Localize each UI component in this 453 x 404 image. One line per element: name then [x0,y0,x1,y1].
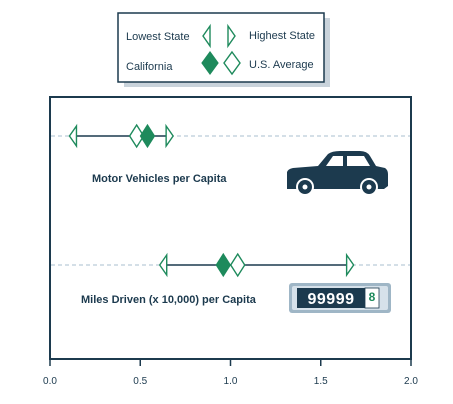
lowest-state-marker-vehicles [68,123,78,149]
legend-label-lowest: Lowest State [126,31,190,43]
category-label-vehicles: Motor Vehicles per Capita [92,173,227,185]
x-tick-label: 1.0 [224,376,238,387]
legend-highest-marker [227,23,236,49]
odometer-icon: 99999 8 [289,283,391,313]
category-label-miles: Miles Driven (x 10,000) per Capita [81,294,257,306]
legend-label-california: California [126,61,173,73]
legend-us-average-marker [223,50,241,76]
legend-box [117,12,325,83]
svg-text:8: 8 [369,290,376,304]
highest-state-marker-vehicles [165,123,174,149]
legend-california-marker [201,50,219,76]
california-marker-vehicles [139,123,156,149]
car-icon [287,151,388,196]
highest-state-marker-miles [345,252,355,278]
lowest-state-marker-miles [158,252,168,278]
us-average-marker-miles [229,252,246,278]
legend-label-us-average: U.S. Average [249,59,314,71]
x-axis: 0.0 0.5 1.0 1.5 2.0 [43,359,418,387]
odometer-digits: 99999 [308,291,355,308]
california-marker-miles [215,252,231,278]
x-tick-label: 1.5 [314,376,328,387]
x-tick-label: 2.0 [404,376,418,387]
legend-lowest-marker [202,23,211,49]
x-tick-label: 0.5 [133,376,147,387]
legend: Lowest State Highest State California U.… [117,12,330,87]
us-average-marker-vehicles [128,123,145,149]
legend-label-highest: Highest State [249,30,315,42]
x-tick-label: 0.0 [43,376,57,387]
